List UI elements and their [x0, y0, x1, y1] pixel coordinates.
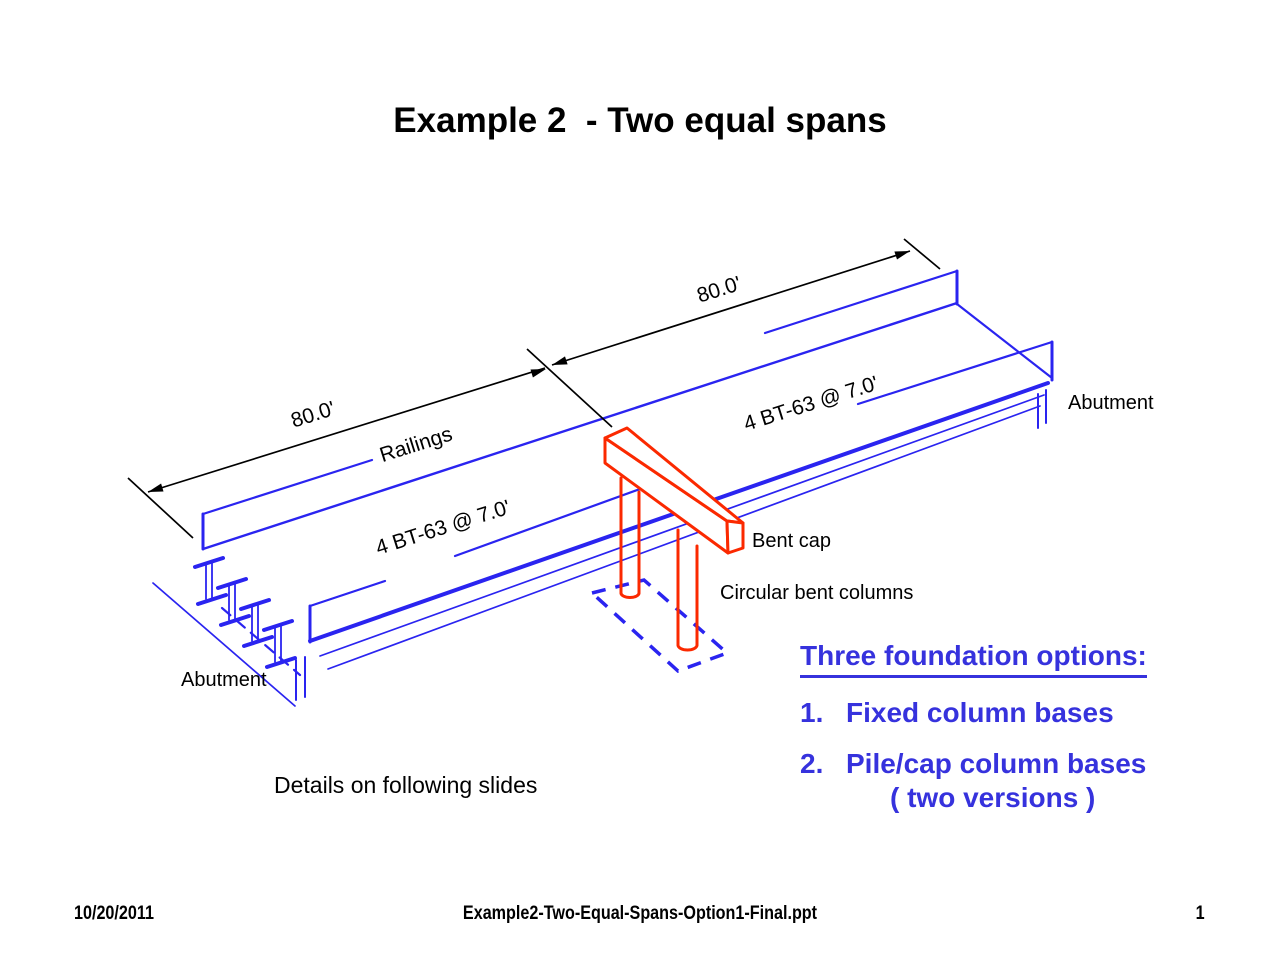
details-note: Details on following slides	[274, 772, 538, 798]
footer-date: 10/20/2011	[74, 903, 154, 924]
option-2-note: ( two versions )	[890, 782, 1096, 813]
foundation-options-block: Three foundation options: 1. Fixed colum…	[800, 640, 1200, 814]
foundation-options-heading: Three foundation options:	[800, 640, 1147, 678]
option-1-text: Fixed column bases	[846, 697, 1114, 728]
span-right-dimension-label: 80.0'	[694, 272, 744, 307]
bent-cap-label: Bent cap	[752, 530, 831, 552]
footer-page-number: 1	[1196, 903, 1205, 924]
girder-section	[193, 556, 228, 606]
bent-columns	[619, 476, 699, 652]
foundation-option-1: 1. Fixed column bases	[800, 697, 1200, 729]
circular-bent-columns-label: Circular bent columns	[720, 582, 913, 604]
footer-filename: Example2-Two-Equal-Spans-Option1-Final.p…	[462, 903, 818, 924]
option-2-number: 2.	[800, 748, 824, 779]
option-1-number: 1.	[800, 697, 824, 728]
abutment-left-label: Abutment	[181, 669, 267, 691]
girders-left-label: 4 BT-63 @ 7.0'	[373, 496, 513, 560]
slide-title: Example 2 - Two equal spans	[393, 101, 887, 140]
left-abutment-girders	[152, 556, 306, 707]
abutment-right-label: Abutment	[1068, 392, 1154, 414]
dimension-lines	[127, 238, 941, 539]
option-2-text: Pile/cap column bases	[846, 748, 1147, 779]
girder-section	[239, 598, 274, 648]
foundation-option-2: 2. Pile/cap column bases	[800, 748, 1200, 780]
span-left-dimension-label: 80.0'	[288, 397, 338, 432]
girder-section	[216, 577, 251, 627]
girder-section	[262, 619, 297, 669]
bent-cap	[603, 426, 745, 555]
foundation-footprint-dashed	[588, 578, 731, 674]
railings-label: Railings	[377, 423, 455, 467]
